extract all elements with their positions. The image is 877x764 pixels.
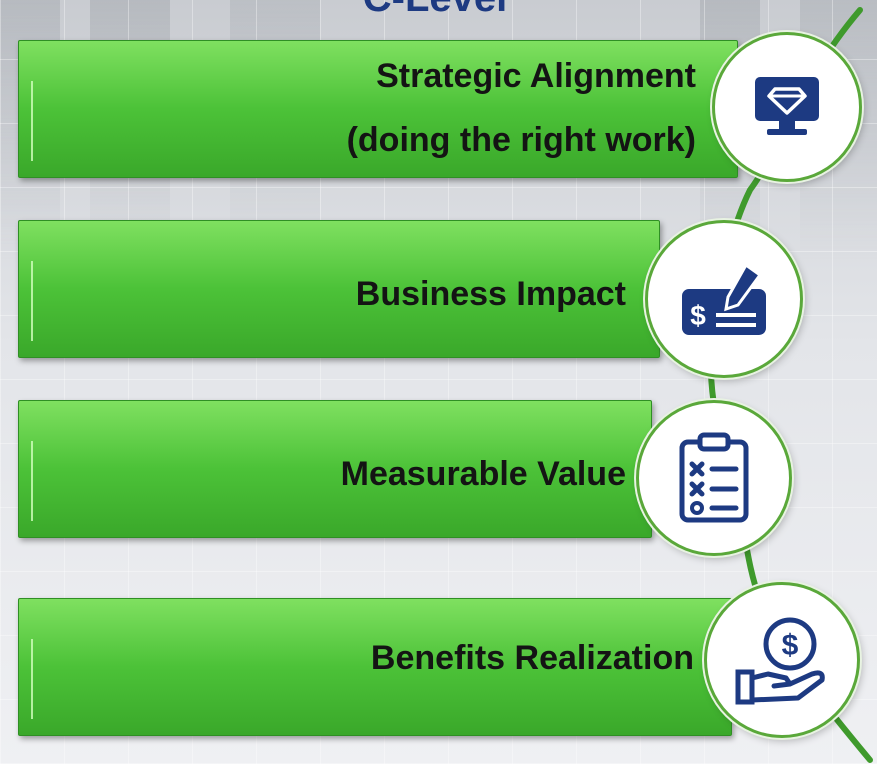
level-label-benefits-realization: Benefits Realization xyxy=(370,639,694,677)
bar-accent xyxy=(31,261,37,341)
level-label-strategic-alignment-line2: (doing the right work) xyxy=(346,121,696,159)
icon-circle-strategic-alignment xyxy=(712,32,862,182)
bar-accent xyxy=(31,81,37,161)
svg-text:$: $ xyxy=(782,629,799,662)
icon-circle-business-impact: $ xyxy=(645,220,803,378)
icon-circle-benefits-realization: $ xyxy=(704,582,860,738)
level-label-strategic-alignment-line1: Strategic Alignment xyxy=(376,57,696,95)
bar-accent xyxy=(31,639,37,719)
level-bar-strategic-alignment xyxy=(18,40,738,178)
level-bar-benefits-realization xyxy=(18,598,732,736)
hand-coin-icon: $ xyxy=(735,617,825,705)
bar-accent xyxy=(31,441,37,521)
level-bar-measurable-value xyxy=(18,400,652,538)
diamond-monitor-icon xyxy=(755,77,819,135)
clipboard-checklist-icon xyxy=(679,432,749,523)
check-signing-icon: $ xyxy=(682,262,766,335)
level-label-business-impact: Business Impact xyxy=(355,275,626,313)
diagram-title: C-Level xyxy=(300,0,570,18)
svg-text:$: $ xyxy=(690,300,706,331)
level-label-measurable-value: Measurable Value xyxy=(340,455,626,493)
level-bar-business-impact xyxy=(18,220,660,358)
icon-circle-measurable-value xyxy=(636,400,792,556)
